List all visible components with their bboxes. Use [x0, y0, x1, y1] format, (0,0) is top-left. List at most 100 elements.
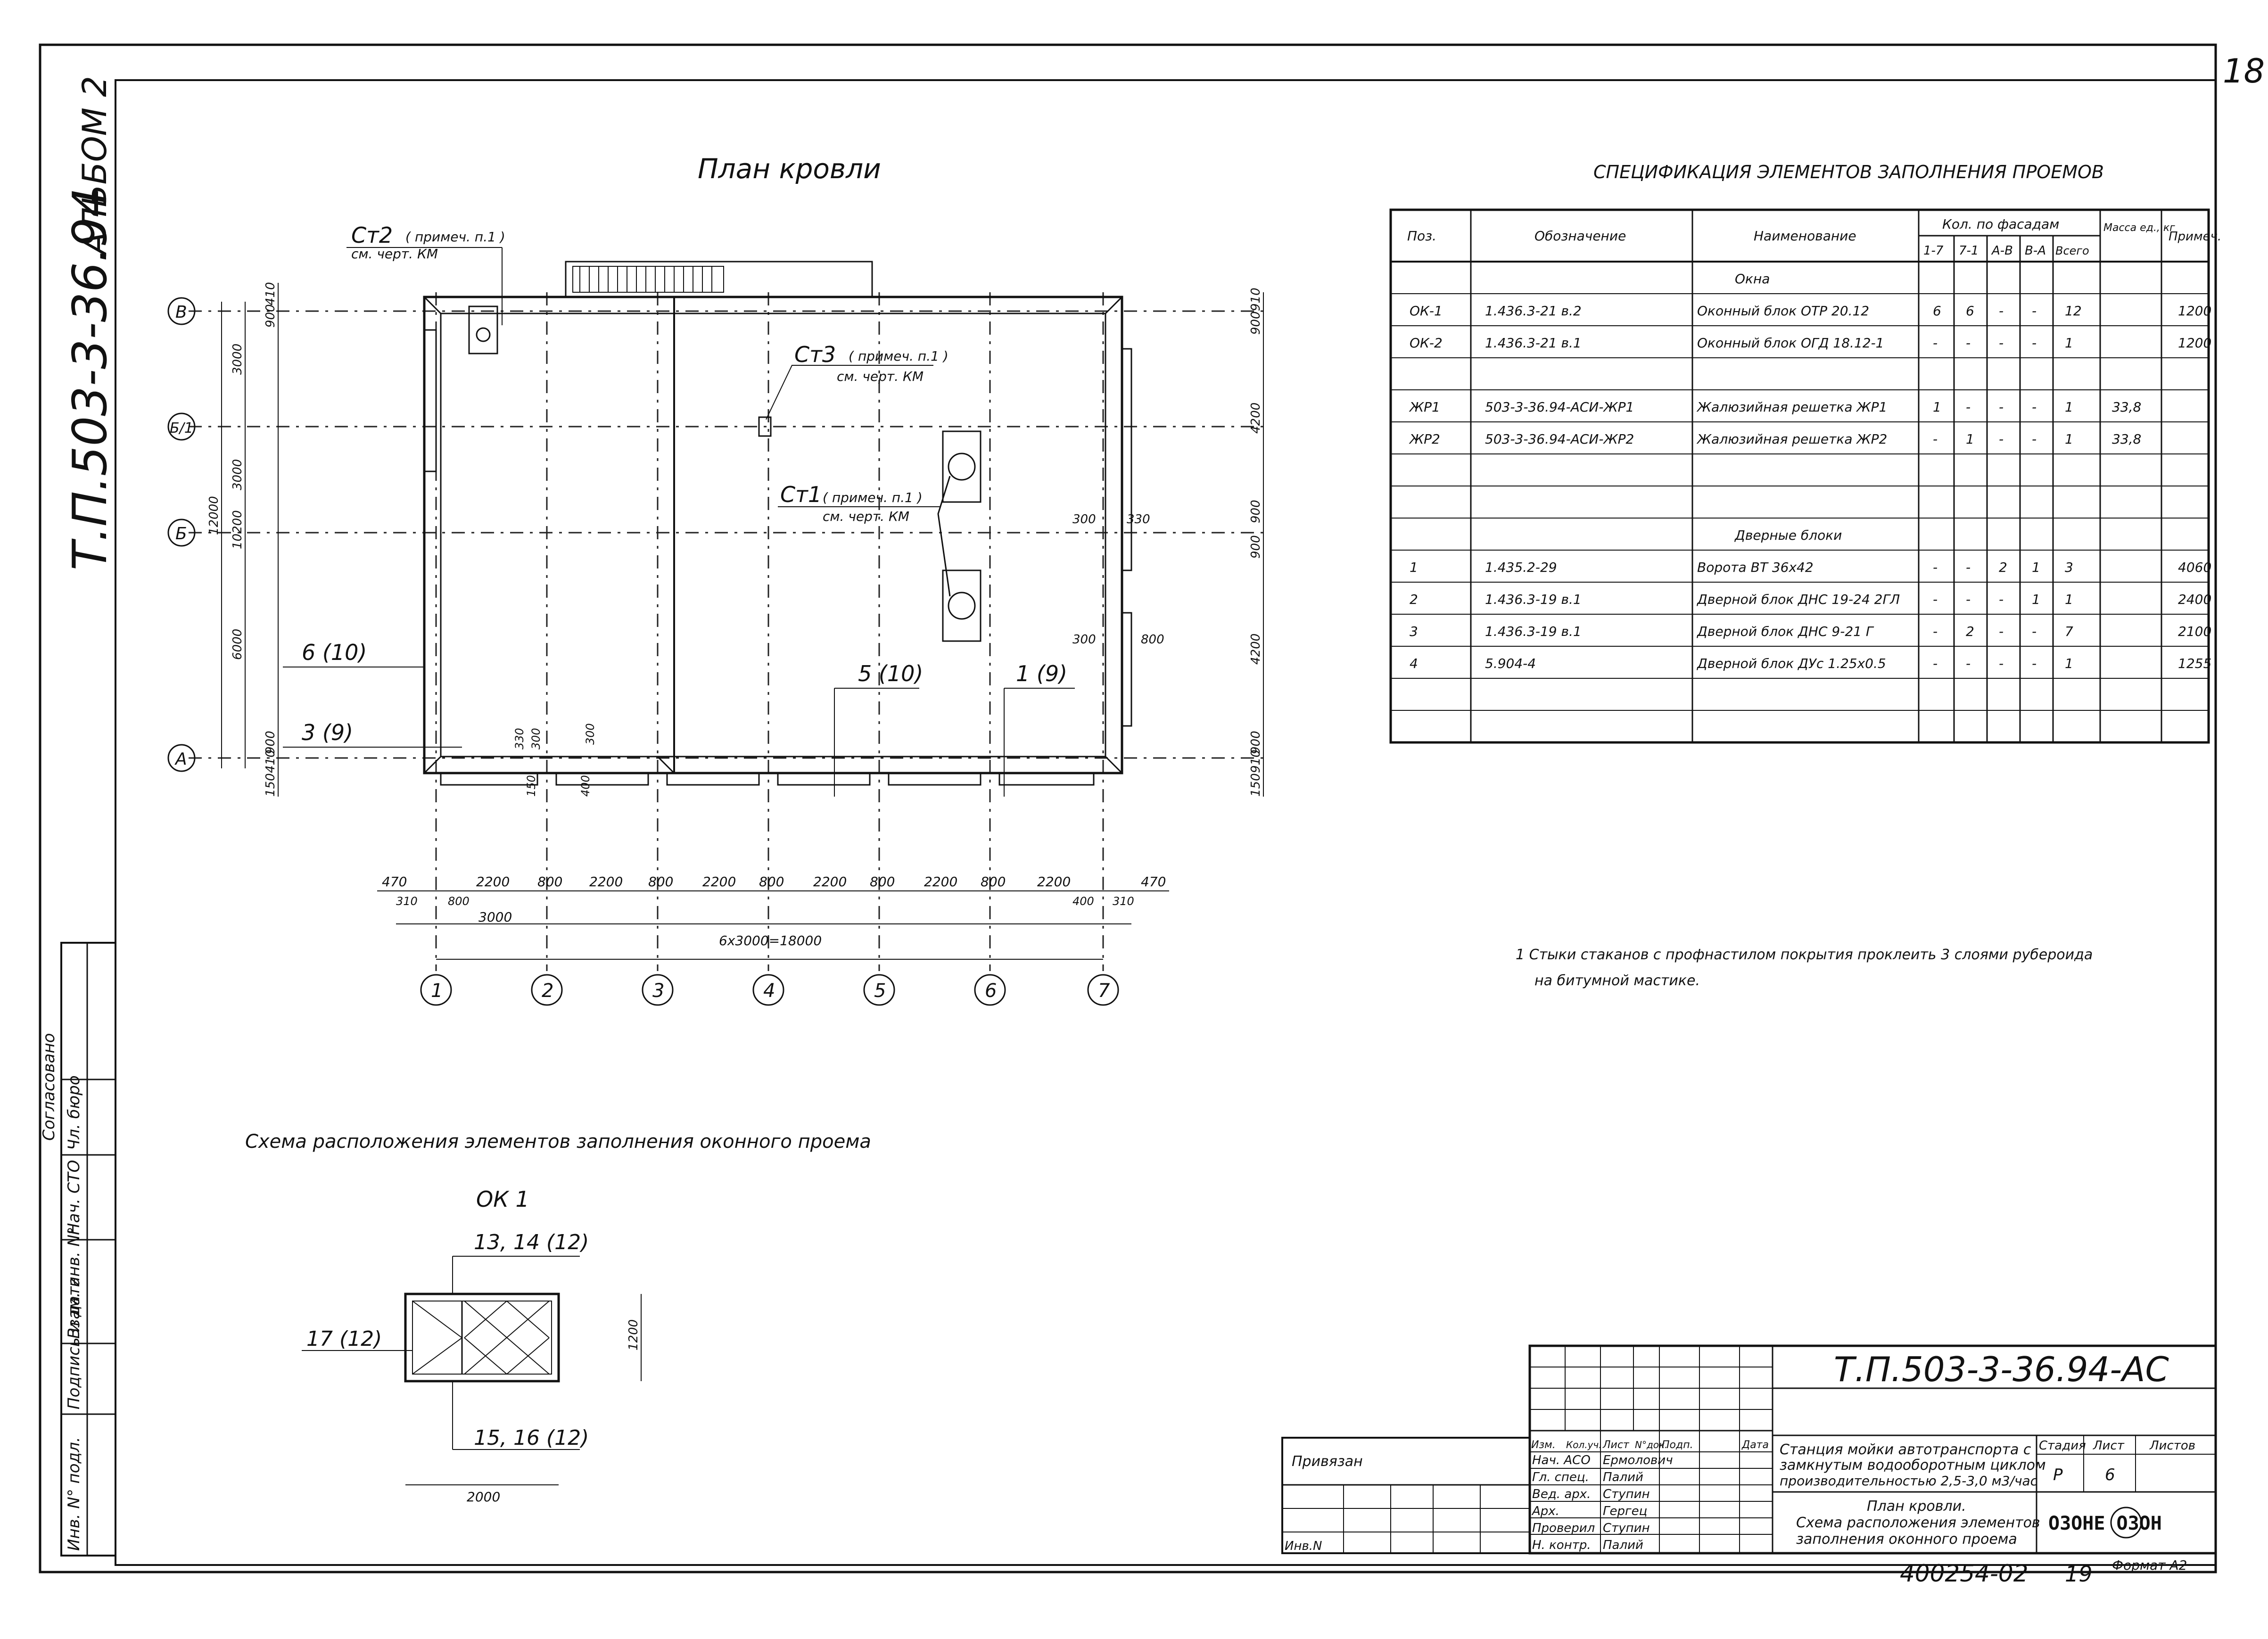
spec-cell-q1: - [1933, 560, 1938, 575]
tb-name: Ермолович [1603, 1453, 1673, 1467]
window-label-left: 17 (12) [306, 1327, 382, 1351]
dim-right-4200b: 4200 [1249, 634, 1263, 665]
tb-name: Палий [1603, 1470, 1643, 1484]
spec-h-q2: 7-1 [1959, 244, 1979, 258]
spec-h-q4: В-А [2025, 244, 2046, 258]
dim-b-800b: 800 [648, 874, 673, 890]
spec-cell-pos: 4 [1410, 656, 1418, 671]
st3-label: Ст3 [794, 342, 836, 367]
spec-cell-q4: 1 [2032, 592, 2040, 607]
spec-cell-name: Дверной блок ДНС 9-21 Г [1696, 624, 1874, 639]
spec-cell-q5: 1 [2065, 656, 2073, 671]
spec-cell-q5: 7 [2065, 624, 2073, 639]
tb-name: Палий [1603, 1538, 1643, 1552]
parapet-notch-right [1122, 348, 1132, 727]
spec-cell-q1: - [1933, 624, 1938, 639]
strip-agreed-label: Согласовано [40, 1033, 58, 1141]
spec-cell-code: 1.436.3-21 в.1 [1485, 335, 1582, 351]
facade-window-stubs [440, 773, 1095, 786]
st3-ref: см. черт. КМ [837, 369, 924, 384]
sheet-value: 6 [2105, 1466, 2115, 1484]
spec-h-pos: Поз. [1407, 228, 1436, 244]
spec-cell-name: Дверные блоки [1734, 527, 1842, 543]
spec-table: СПЕЦИФИКАЦИЯ ЭЛЕМЕНТОВ ЗАПОЛНЕНИЯ ПРОЕМО… [1389, 162, 2221, 744]
window-dim-width: 2000 [467, 1489, 500, 1505]
sheet-title-1: План кровли. [1867, 1498, 1966, 1515]
doc-code: Т.П.503-3-36.94-АС [1834, 1350, 2169, 1389]
tb-hdr-sign: Подп. [1662, 1439, 1693, 1451]
roof-outline [423, 296, 1123, 774]
dim-right-800: 800 [1141, 633, 1164, 647]
spec-h-note: Примеч. [2169, 230, 2221, 244]
spec-cell-pos: ЖР2 [1409, 431, 1440, 447]
st3-note: ( примеч. п.1 ) [849, 348, 948, 364]
st2-note: ( примеч. п.1 ) [405, 229, 505, 245]
dim-b-2200b: 2200 [589, 874, 623, 890]
dim-left-6000: 6000 [231, 629, 245, 660]
dim-right-900c: 900 [1249, 535, 1263, 559]
spec-cell-q3: - [1999, 399, 2004, 415]
spec-h-q1: 1-7 [1923, 244, 1944, 258]
axis-bubble-1 [420, 974, 452, 1006]
st2-label: Ст2 [351, 222, 393, 248]
spec-cell-code: 1.436.3-19 в.1 [1485, 624, 1582, 639]
spec-cell-q5: 1 [2065, 592, 2073, 607]
tb-name: Ступин [1603, 1521, 1650, 1535]
strip-bureau-label: Чл. бюро [65, 1075, 83, 1150]
dim-left-3000b: 3000 [231, 459, 245, 490]
note-line-1: 1 Стыки стаканов с профнастилом покрытия… [1516, 947, 2093, 963]
dim-left-12000: 12000 [207, 496, 221, 535]
axis-label-4: 4 [763, 980, 775, 1002]
dim-right-900b: 900 [1249, 500, 1263, 523]
tb-name: Ступин [1603, 1487, 1650, 1501]
roof-plan: План кровли В Б/1 Б А 1 2 3 4 [167, 153, 1264, 1006]
project-line-2: замкнутым водооборотным циклом [1780, 1457, 2046, 1474]
st2-ref: см. черт. КМ [351, 246, 438, 262]
dim-b2-310a: 310 [396, 895, 418, 908]
tb-hdr-doc: N°док. [1635, 1439, 1667, 1450]
axis-label-7: 7 [1098, 980, 1110, 1002]
tb-role: Н. контр. [1532, 1538, 1591, 1552]
spec-cell-q2: - [1966, 399, 1971, 415]
spec-h-qty: Кол. по фасадам [1942, 216, 2059, 232]
spec-cell-code: 1.435.2-29 [1485, 560, 1557, 575]
spec-h-q3: А-В [1991, 244, 2013, 258]
spec-cell-name: Оконный блок ОГД 18.12-1 [1697, 335, 1884, 351]
spec-cell-q2: - [1966, 560, 1971, 575]
spec-cell-q2: 6 [1966, 303, 1974, 319]
sheet-number: 18 [2223, 52, 2265, 91]
st3-element [758, 416, 772, 437]
spec-h-mass: Масса ед., кг [2103, 222, 2175, 234]
spec-cell-q2: 1 [1966, 431, 1974, 447]
spec-cell-name: Дверной блок ДНС 19-24 2ГЛ [1696, 592, 1900, 607]
dim-inner-300a: 300 [529, 728, 543, 749]
sheets-header: Листов [2149, 1439, 2195, 1453]
axis-label-5: 5 [874, 980, 886, 1002]
mark-6-10: 6 (10) [302, 640, 367, 665]
axis-label-6: 6 [985, 980, 997, 1002]
roof-plan-title: План кровли [698, 153, 881, 185]
dim-b-800e: 800 [981, 874, 1006, 890]
spec-cell-q5: 12 [2065, 303, 2082, 319]
window-frame [404, 1293, 560, 1383]
spec-cell-q3: - [1999, 303, 2004, 319]
window-scheme-title: Схема расположения элементов заполнения … [245, 1131, 871, 1153]
tb-role: Нач. АСО [1532, 1453, 1591, 1467]
spec-cell-name: Оконный блок ОТР 20.12 [1697, 303, 1869, 319]
dim-right-4200a: 4200 [1249, 403, 1263, 434]
spec-cell-q1: 6 [1933, 303, 1941, 319]
dim-left-410b: 410 [264, 749, 278, 773]
spec-cell-q4: - [2032, 303, 2037, 319]
axis-bubble-v [167, 297, 196, 325]
album-code: Т.П.503-3-36.94 [62, 187, 117, 570]
dim-b-2200f: 2200 [1037, 874, 1071, 890]
spec-cell-pos: 1 [1410, 560, 1418, 575]
dim-right-910a: 910 [1249, 288, 1263, 311]
dim-left-900b: 900 [264, 731, 278, 754]
strip-inv-label: Инв. N° подл. [65, 1437, 83, 1551]
spec-cell-q4: - [2032, 399, 2037, 415]
st1-label: Ст1 [780, 482, 822, 507]
spec-cell-q2: - [1966, 592, 1971, 607]
